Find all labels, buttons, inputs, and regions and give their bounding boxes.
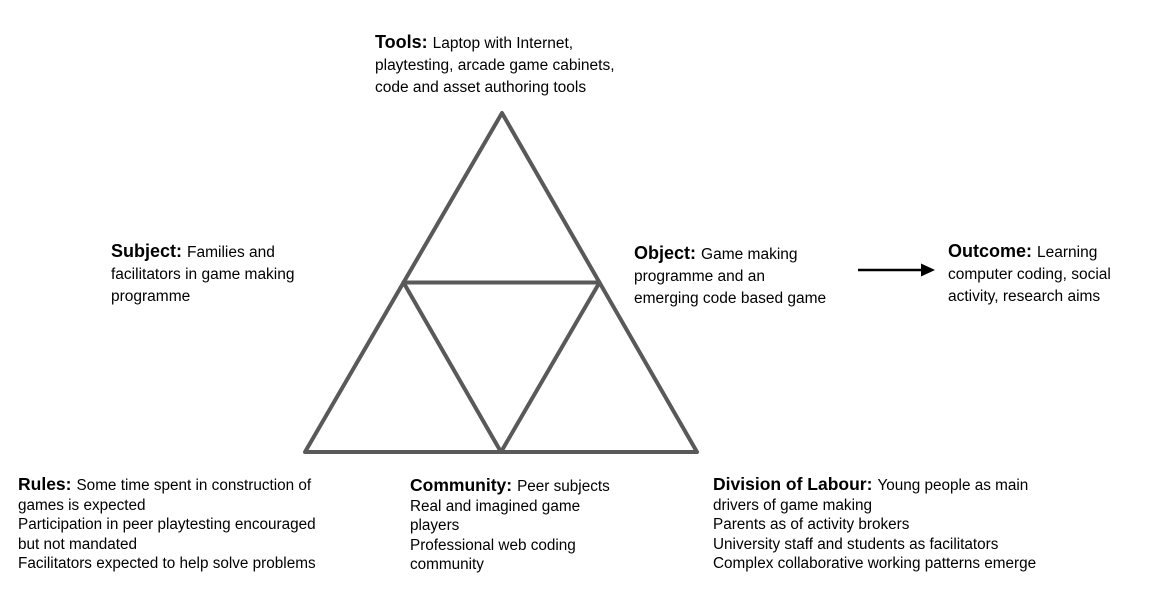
- community-text-line: Real and imagined game: [410, 497, 581, 515]
- inner-triangle: [401, 280, 602, 454]
- division-of-labour-node: Division of Labour:Young people as main …: [713, 474, 1078, 574]
- community-text-line: players: [410, 517, 460, 534]
- subject-node: Subject:Families and facilitators in gam…: [111, 240, 346, 308]
- subject-text-line: Families and: [187, 244, 275, 261]
- rules-node: Rules:Some time spent in construction of…: [18, 474, 358, 574]
- subject-label: Subject:: [111, 241, 183, 261]
- outcome-text-line: computer coding, social: [948, 266, 1111, 283]
- object-text-line: programme and an: [634, 268, 765, 285]
- tools-node: Tools:Laptop with Internet, playtesting,…: [375, 31, 667, 99]
- object-text-line: emerging code based game: [634, 290, 827, 307]
- community-text-line: community: [410, 556, 484, 573]
- outcome-label: Outcome:: [948, 241, 1033, 261]
- rules-text-line: Participation in peer playtesting encour…: [18, 516, 316, 533]
- rules-text-line: Facilitators expected to help solve prob…: [18, 555, 316, 572]
- outcome-text-line: activity, research aims: [948, 288, 1101, 305]
- rules-text-line: Some time spent in construction of: [76, 477, 312, 494]
- community-label: Community:: [410, 475, 513, 495]
- community-text-line: Professional web coding: [410, 536, 576, 554]
- subject-text-line: facilitators in game making: [111, 266, 295, 283]
- object-text-line: Game making: [701, 246, 798, 263]
- object-node: Object:Game making programme and an emer…: [634, 242, 849, 310]
- tools-text-line: playtesting, arcade game cabinets,: [375, 57, 615, 74]
- division-of-labour-text-line: drivers of game making: [713, 496, 872, 514]
- division-of-labour-text-line: Parents as of activity brokers: [713, 516, 910, 533]
- division-of-labour-text-line: Young people as main: [877, 477, 1029, 494]
- division-of-labour-text-line: Complex collaborative working patterns e…: [713, 555, 1037, 572]
- subject-text-line: programme: [111, 288, 191, 305]
- division-of-labour-text-line: University staff and students as facilit…: [713, 535, 999, 553]
- community-text-line: Peer subjects: [517, 478, 610, 495]
- community-node: Community:Peer subjects Real and imagine…: [410, 475, 650, 575]
- tools-label: Tools:: [375, 32, 428, 52]
- outcome-node: Outcome:Learning computer coding, social…: [948, 240, 1138, 308]
- rules-text-line: games is expected: [18, 496, 146, 514]
- rules-label: Rules:: [18, 474, 72, 494]
- object-label: Object:: [634, 243, 697, 263]
- tools-text-line: Laptop with Internet,: [432, 35, 574, 52]
- rules-text-line: but not mandated: [18, 535, 138, 553]
- outcome-text-line: Learning: [1037, 244, 1098, 261]
- outcome-arrow-head-icon: [921, 263, 935, 277]
- tools-text-line: code and asset authoring tools: [375, 79, 587, 96]
- division-of-labour-label: Division of Labour:: [713, 474, 873, 494]
